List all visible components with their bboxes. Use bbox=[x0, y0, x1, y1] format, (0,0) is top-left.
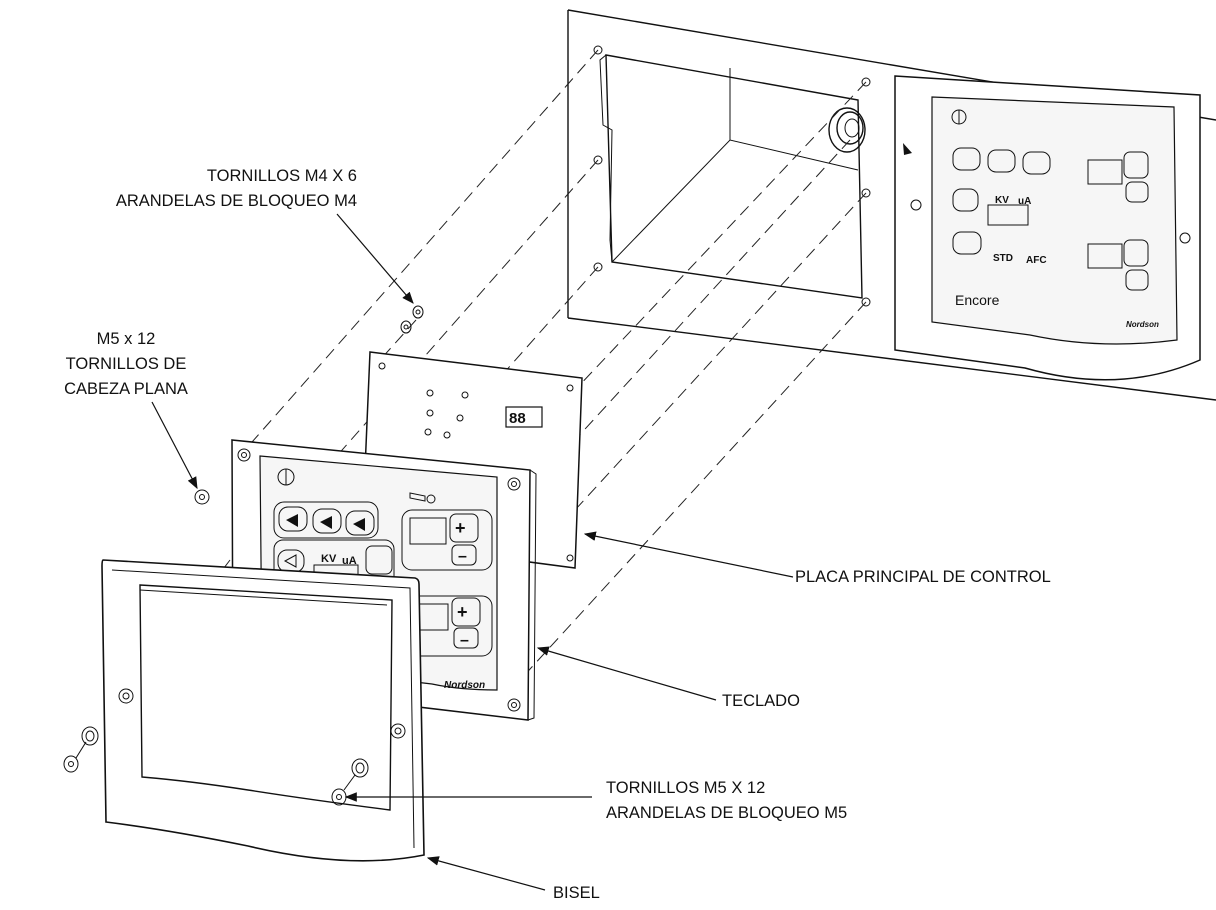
keypad-label: TECLADO bbox=[722, 692, 800, 710]
m5-screws-label-line2: ARANDELAS DE BLOQUEO M5 bbox=[606, 804, 847, 822]
svg-text:–: – bbox=[458, 548, 467, 565]
keypad-maker-label: Nordson bbox=[444, 680, 485, 691]
mini-kv-label: KV bbox=[995, 195, 1009, 206]
mini-std-label: STD bbox=[993, 253, 1013, 264]
svg-text:+: + bbox=[457, 602, 468, 622]
m4-screws-label-line2: ARANDELAS DE BLOQUEO M4 bbox=[116, 192, 357, 210]
seven-segment-display: 88 bbox=[509, 410, 526, 427]
flat-head-label-line2: TORNILLOS DE bbox=[66, 355, 187, 373]
flat-head-label-line1: M5 x 12 bbox=[97, 330, 156, 348]
bezel-label: BISEL bbox=[553, 884, 600, 902]
svg-text:+: + bbox=[455, 518, 466, 538]
m5-screws-label-line1: TORNILLOS M5 X 12 bbox=[606, 779, 765, 797]
leader-lines bbox=[151, 213, 794, 891]
cable-gland bbox=[828, 107, 866, 153]
callout-labels: TORNILLOS M4 X 6 ARANDELAS DE BLOQUEO M4… bbox=[64, 167, 1051, 902]
assembled-controller: KV uA STD AFC Encore Nordson bbox=[894, 75, 1201, 381]
mini-maker-label: Nordson bbox=[1126, 320, 1159, 329]
m4-screws-label-line1: TORNILLOS M4 X 6 bbox=[207, 167, 357, 185]
kv-label: KV bbox=[321, 553, 337, 565]
mini-brand-label: Encore bbox=[955, 292, 1000, 308]
control-board-label: PLACA PRINCIPAL DE CONTROL bbox=[795, 568, 1051, 586]
mini-afc-label: AFC bbox=[1026, 255, 1047, 266]
flat-head-label-line3: CABEZA PLANA bbox=[64, 380, 188, 398]
bezel bbox=[101, 559, 425, 862]
mini-ua-label: uA bbox=[1018, 196, 1031, 207]
svg-text:–: – bbox=[460, 632, 469, 649]
ua-label: uA bbox=[342, 555, 357, 567]
fasteners bbox=[63, 305, 424, 806]
